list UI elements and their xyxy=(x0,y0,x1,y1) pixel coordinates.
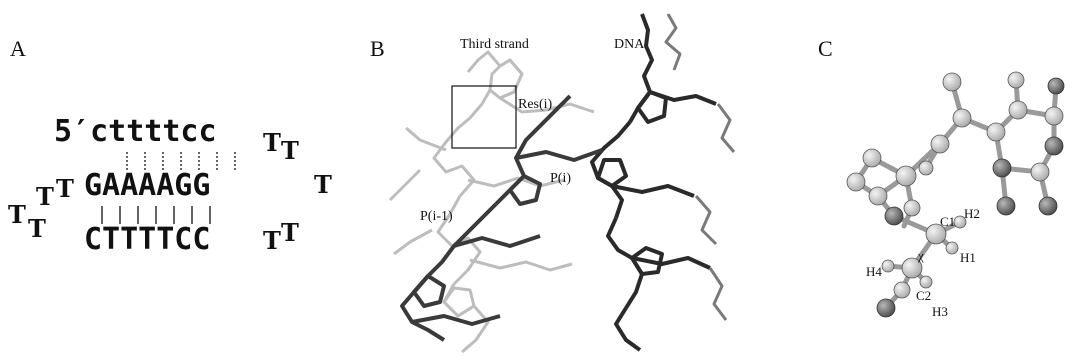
loop-right-top-1: T xyxy=(263,128,281,157)
pairing-lines xyxy=(101,152,236,224)
panel-c: C xyxy=(770,0,1066,358)
atom xyxy=(903,199,921,217)
atom xyxy=(868,186,888,206)
label-chi: χ xyxy=(917,248,924,263)
atom xyxy=(1044,136,1064,156)
bottom-strand: CTTTTCC xyxy=(84,222,211,257)
loop-left-top-1: T xyxy=(36,182,54,211)
atom-c1 xyxy=(925,223,947,245)
res-i-label: Res(i) xyxy=(518,97,553,112)
atom xyxy=(918,160,934,176)
panel-a-label: A xyxy=(10,36,26,61)
hoogsteen-dashes xyxy=(126,152,236,172)
atom xyxy=(1030,162,1050,182)
panel-b: B xyxy=(350,0,770,358)
atom xyxy=(1008,100,1028,120)
p-i-minus-1-label: P(i-1) xyxy=(420,209,453,224)
third-strand-sticks xyxy=(388,50,595,354)
atom xyxy=(986,122,1006,142)
atom-h1 xyxy=(945,241,959,255)
loop-right-bot-1: T xyxy=(263,226,281,255)
label-c2: C2 xyxy=(916,288,931,303)
loop-left-bot-1: T xyxy=(8,200,26,229)
atom xyxy=(893,281,911,299)
atom-h4 xyxy=(881,259,895,273)
dna-label: DNA xyxy=(614,37,645,52)
p-i-label: P(i) xyxy=(550,171,571,186)
label-c1: C1 xyxy=(940,214,955,229)
atom-h3 xyxy=(919,275,933,289)
dna-strand-right xyxy=(590,13,717,352)
loop-right-top-2: T xyxy=(281,136,299,165)
label-h3: H3 xyxy=(932,304,948,319)
atom xyxy=(930,134,950,154)
loop-right-bot-2: T xyxy=(281,218,299,247)
dna-strand-left xyxy=(400,94,603,342)
residue-highlight-box xyxy=(451,85,517,149)
atom xyxy=(952,108,972,128)
atom xyxy=(846,172,866,192)
atom xyxy=(1047,77,1065,95)
watson-crick-lines xyxy=(101,206,211,224)
atom xyxy=(876,298,896,318)
ball-and-stick-model: C1 H2 H1 χ H4 C2 H3 xyxy=(846,71,1065,319)
far-right-strand xyxy=(664,13,736,321)
label-h4: H4 xyxy=(866,264,882,279)
top-strand: 5′cttttcc xyxy=(54,114,217,149)
atom-c2 xyxy=(901,257,923,279)
loop-left-bot-2: T xyxy=(28,214,46,243)
atoms xyxy=(846,71,1065,318)
atom xyxy=(996,196,1016,216)
triplex-stick-model: Third strand DNA Res(i) P(i) P(i-1) xyxy=(388,13,736,354)
atom xyxy=(942,72,962,92)
loop-left-top-2: T xyxy=(56,174,74,203)
third-strand-label: Third strand xyxy=(460,37,529,52)
atom xyxy=(1007,71,1025,89)
middle-strand: GAAAAGG xyxy=(84,168,211,203)
panel-a: A 5′cttttcc GAAAAGG CTTTTCC T T T T T T … xyxy=(0,0,350,358)
label-h2: H2 xyxy=(964,206,980,221)
atom xyxy=(992,158,1012,178)
atom xyxy=(1044,106,1064,126)
panel-c-label: C xyxy=(818,36,833,61)
atom xyxy=(862,148,882,168)
atom xyxy=(1038,196,1058,216)
label-h1: H1 xyxy=(960,250,976,265)
loop-right-mid: T xyxy=(314,170,332,199)
panel-b-label: B xyxy=(370,36,385,61)
atom xyxy=(884,206,904,226)
atom-h2 xyxy=(953,215,967,229)
atom xyxy=(895,165,917,187)
